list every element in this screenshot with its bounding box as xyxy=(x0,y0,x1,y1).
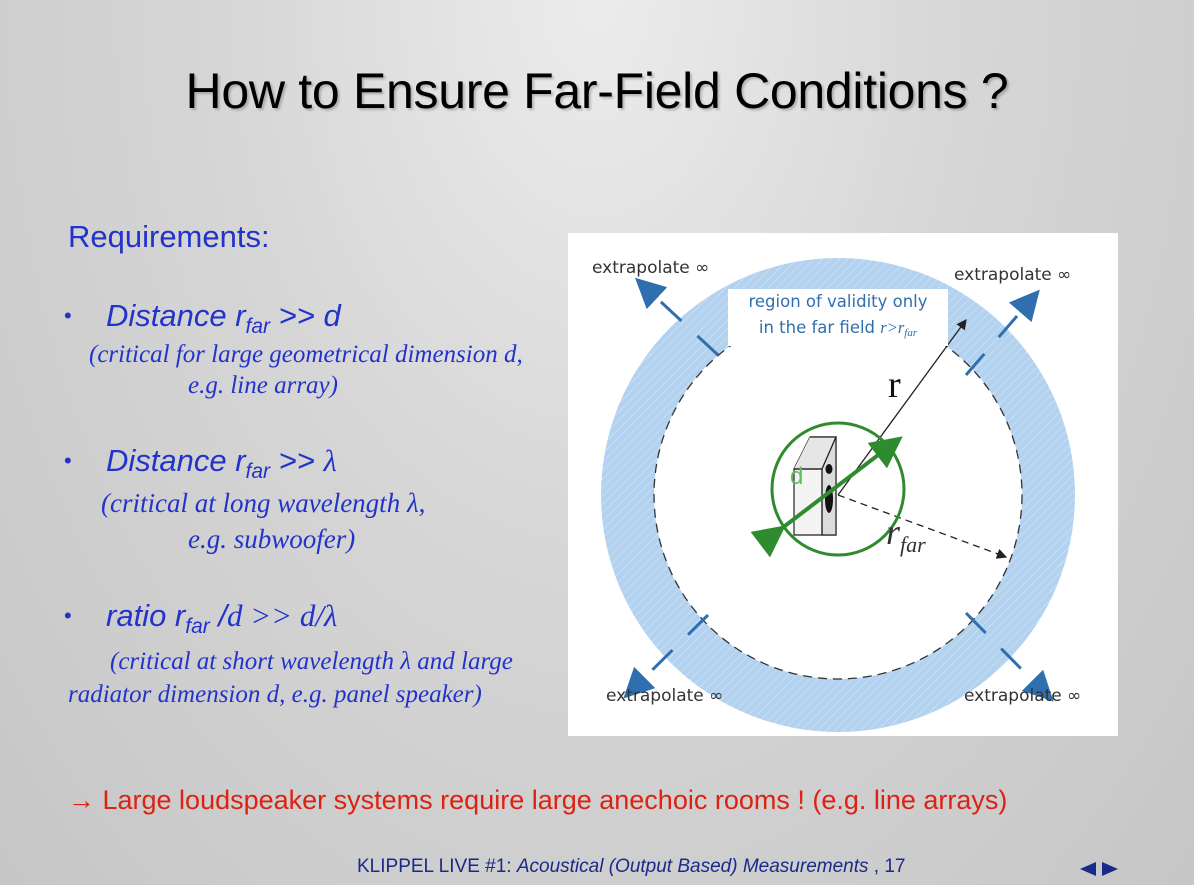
requirement-note-2b: e.g. subwoofer) xyxy=(188,524,356,554)
far-field-diagram-svg xyxy=(601,258,1075,732)
extrapolate-label-bottom-right: extrapolate ∞ xyxy=(964,686,1082,706)
arrow-left-icon[interactable] xyxy=(1080,862,1096,876)
footer-page-number: , 17 xyxy=(868,856,906,877)
dimension-d-arrow xyxy=(750,436,903,558)
validity-note: region of validity only in the far field… xyxy=(728,289,948,346)
bullet-icon: • xyxy=(64,303,72,328)
arrow-right-icon[interactable] xyxy=(1102,862,1119,876)
far-field-boundary-line xyxy=(653,310,1023,680)
extrapolate-label-top-left: extrapolate ∞ xyxy=(592,258,710,278)
extrapolation-arrows xyxy=(623,277,1054,702)
requirements-heading: Requirements: xyxy=(68,219,270,254)
extrapolate-arrow-top-right xyxy=(964,289,1040,376)
conclusion-text: → Large loudspeaker systems require larg… xyxy=(68,785,1008,815)
radius-r-label: r xyxy=(888,364,901,406)
requirement-note-1b: e.g. line array) xyxy=(188,372,338,399)
footer-brand: KLIPPEL LIVE #1: xyxy=(357,856,517,877)
validity-line-1: region of validity only xyxy=(748,292,928,311)
slide-title: How to Ensure Far-Field Conditions ? xyxy=(185,63,1009,119)
bullet-icon: • xyxy=(64,448,72,473)
footer: KLIPPEL LIVE #1: Acoustical (Output Base… xyxy=(357,856,906,878)
dimension-d-label: d xyxy=(790,463,804,490)
requirement-text: ratio rfar /d >> d/λ xyxy=(106,598,338,638)
requirement-text: Distance rfar >> λ xyxy=(106,443,337,483)
requirement-note-3a: (critical at short wavelength λ and larg… xyxy=(110,648,513,675)
requirement-note-2a: (critical at long wavelength λ, xyxy=(101,488,426,518)
extrapolate-label-bottom-left: extrapolate ∞ xyxy=(606,686,724,706)
requirement-note-3b: radiator dimension d, e.g. panel speaker… xyxy=(68,681,482,708)
slide-navigation xyxy=(1080,862,1120,881)
extrapolate-arrow-bottom-left xyxy=(623,613,710,699)
requirement-text: Distance rfar >> d xyxy=(106,298,341,338)
extrapolate-arrow-top-left xyxy=(635,277,720,357)
far-field-diagram: extrapolate ∞ extrapolate ∞ extrapolate … xyxy=(568,233,1118,736)
bullet-icon: • xyxy=(64,603,72,628)
radius-rfar-label: rfar xyxy=(886,512,926,557)
extrapolate-label-top-right: extrapolate ∞ xyxy=(954,265,1072,285)
footer-topic: Acoustical (Output Based) Measurements xyxy=(516,856,869,877)
requirement-note-1a: (critical for large geometrical dimensio… xyxy=(89,341,523,368)
validity-line-2: in the far field r>rfar xyxy=(758,318,918,339)
extrapolate-arrow-bottom-right xyxy=(964,611,1054,702)
